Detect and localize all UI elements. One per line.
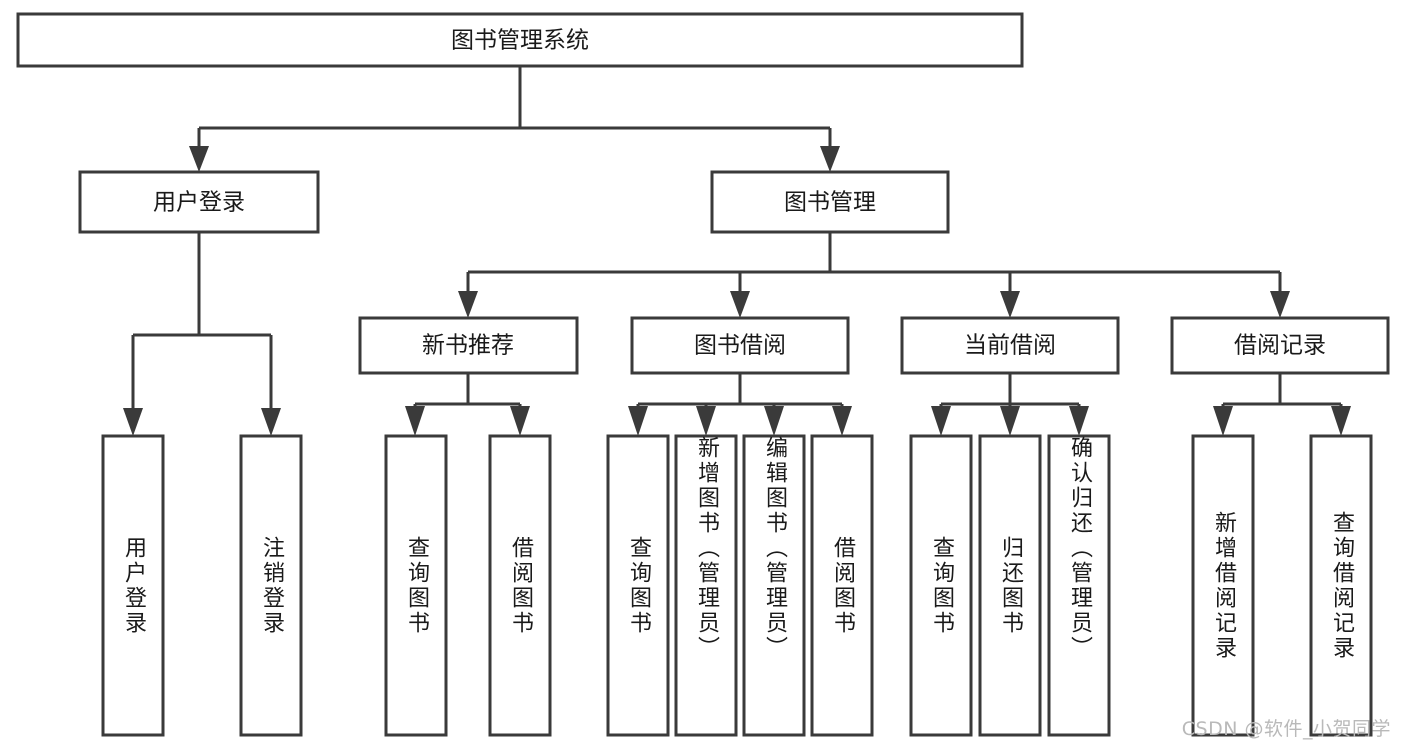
node-user-login-box[interactable] bbox=[78, 170, 320, 234]
node-current-borrow-box[interactable] bbox=[900, 316, 1120, 375]
arrow-head-borrow-record bbox=[1270, 291, 1290, 318]
leaf-box-current-borrow-3[interactable] bbox=[1047, 434, 1111, 737]
connector-group-new-book bbox=[405, 373, 530, 436]
node-current-borrow-label: 当前借阅 bbox=[964, 333, 1056, 359]
arrow-head-current-borrow-leaf-2 bbox=[1000, 406, 1020, 436]
connector-group-root bbox=[189, 66, 840, 172]
arrow-head-current-borrow bbox=[1000, 291, 1020, 318]
node-root-box[interactable] bbox=[16, 12, 1024, 68]
connector-group-current-borrow bbox=[931, 373, 1089, 436]
leaf-box-borrow-record-1[interactable] bbox=[1191, 434, 1255, 737]
arrow-head-new-book bbox=[458, 291, 478, 318]
node-book-management-box[interactable] bbox=[710, 170, 950, 234]
connector-group-book-borrow bbox=[628, 373, 852, 436]
node-user-login-label: 用户登录 bbox=[153, 190, 245, 216]
node-book-borrow[interactable]: 图书借阅 bbox=[630, 316, 850, 375]
arrow-head-book-borrow-leaf-1 bbox=[628, 406, 648, 436]
arrow-head-book-borrow-leaf-4 bbox=[832, 406, 852, 436]
connector-group-user-login bbox=[123, 232, 281, 436]
leaf-box-current-borrow-2[interactable] bbox=[978, 434, 1042, 737]
arrow-head-borrow-record-leaf-1 bbox=[1213, 406, 1233, 436]
arrow-head-user-login bbox=[189, 146, 209, 172]
leaf-box-user-login-1[interactable] bbox=[101, 434, 165, 737]
node-new-book-recommend[interactable]: 新书推荐 bbox=[358, 316, 579, 375]
arrow-head-borrow-record-leaf-2 bbox=[1331, 406, 1351, 436]
arrow-head-user-login-leaf-2 bbox=[261, 408, 281, 436]
arrow-head-book-borrow-leaf-3 bbox=[764, 406, 784, 436]
arrow-head-book-borrow bbox=[730, 291, 750, 318]
node-borrow-record[interactable]: 借阅记录 bbox=[1170, 316, 1390, 375]
node-new-book-recommend-box[interactable] bbox=[358, 316, 579, 375]
leaf-box-book-borrow-1[interactable] bbox=[606, 434, 670, 737]
arrow-head-new-book-leaf-1 bbox=[405, 406, 425, 436]
node-new-book-recommend-label: 新书推荐 bbox=[422, 333, 514, 359]
arrow-head-new-book-leaf-2 bbox=[510, 406, 530, 436]
leaf-box-borrow-record-2[interactable] bbox=[1309, 434, 1373, 737]
node-borrow-record-label: 借阅记录 bbox=[1234, 333, 1326, 359]
node-root-label: 图书管理系统 bbox=[451, 28, 589, 54]
arrow-head-book-mgmt bbox=[820, 146, 840, 172]
leaf-box-new-book-2[interactable] bbox=[488, 434, 552, 737]
leaf-box-book-borrow-2[interactable] bbox=[674, 434, 738, 737]
node-book-borrow-label: 图书借阅 bbox=[694, 333, 786, 359]
leaf-box-user-login-2[interactable] bbox=[239, 434, 303, 737]
node-borrow-record-box[interactable] bbox=[1170, 316, 1390, 375]
arrow-head-current-borrow-leaf-1 bbox=[931, 406, 951, 436]
node-book-borrow-box[interactable] bbox=[630, 316, 850, 375]
leaf-box-new-book-1[interactable] bbox=[384, 434, 448, 737]
leaf-box-book-borrow-3[interactable] bbox=[742, 434, 806, 737]
node-book-management-label: 图书管理 bbox=[784, 190, 876, 216]
node-current-borrow[interactable]: 当前借阅 bbox=[900, 316, 1120, 375]
arrow-head-user-login-leaf-1 bbox=[123, 408, 143, 436]
arrow-head-current-borrow-leaf-3 bbox=[1069, 406, 1089, 436]
node-root[interactable]: 图书管理系统 bbox=[16, 12, 1024, 68]
node-user-login[interactable]: 用户登录 bbox=[78, 170, 320, 234]
leaf-box-book-borrow-4[interactable] bbox=[810, 434, 874, 737]
csdn-watermark: CSDN @软件_小贺同学 bbox=[1181, 718, 1391, 740]
connector-group-book-mgmt bbox=[458, 232, 1290, 318]
leaf-box-current-borrow-1[interactable] bbox=[909, 434, 973, 737]
node-book-management[interactable]: 图书管理 bbox=[710, 170, 950, 234]
arrow-head-book-borrow-leaf-2 bbox=[696, 406, 716, 436]
connector-group-borrow-record bbox=[1213, 373, 1351, 436]
